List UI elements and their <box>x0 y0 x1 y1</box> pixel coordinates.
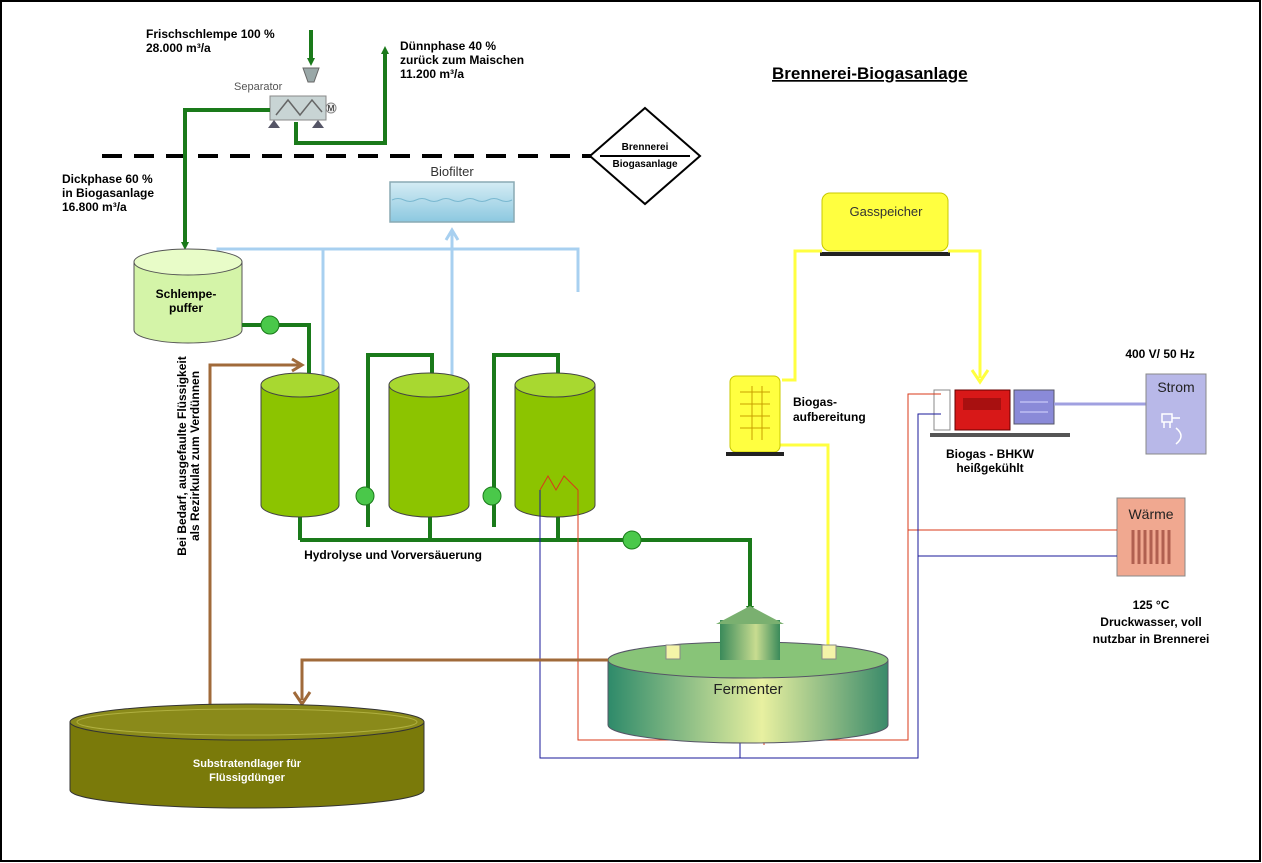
power-box: Strom <box>1145 373 1207 455</box>
recirculation-label-1: Bei Bedarf, ausgefaulte Flüssigkeit <box>175 356 189 555</box>
recirculation-note: Bei Bedarf, ausgefaulte Flüssigkeit als … <box>175 356 202 555</box>
gas-treatment-unit: Biogas- aufbereitung <box>726 375 866 456</box>
boundary-diamond: Brennerei Biogasanlage <box>588 106 702 206</box>
pump-icon <box>260 315 642 550</box>
final-storage-tank: Substratendlager für Flüssigdünger <box>69 703 425 809</box>
inflow-volume: 28.000 m³/a <box>146 41 211 55</box>
separator-motor: M <box>328 104 335 113</box>
recirculation-label-2: als Rezirkulat zum Verdünnen <box>188 371 202 541</box>
thin-phase-label: Dünnphase 40 % <box>400 39 496 53</box>
hot-water-desc: Druckwasser, voll <box>1100 615 1201 629</box>
gas-treatment-label-1: Biogas- <box>793 395 837 409</box>
diagram-title: Brennerei-Biogasanlage <box>772 64 968 83</box>
thick-phase-volume: 16.800 m³/a <box>62 200 127 214</box>
gas-storage-label: Gasspeicher <box>850 204 924 219</box>
biofilter-label: Biofilter <box>430 164 474 179</box>
hydrolysis-tank <box>514 372 596 518</box>
gas-storage: Gasspeicher <box>820 192 950 256</box>
thick-phase-desc: in Biogasanlage <box>62 186 154 200</box>
thick-phase-label: Dickphase 60 % <box>62 172 153 186</box>
hot-water-temp: 125 °C <box>1133 598 1170 612</box>
heat-box: Wärme <box>1116 497 1186 577</box>
voltage-label: 400 V/ 50 Hz <box>1125 347 1194 361</box>
gas-treatment-label-2: aufbereitung <box>793 410 866 424</box>
inflow-label: Frischschlempe 100 % <box>146 27 275 41</box>
thin-phase-desc: zurück zum Maischen <box>400 53 524 67</box>
hot-water-use: nutzbar in Brennerei <box>1093 632 1210 646</box>
fermenter-tank: Fermenter <box>607 606 889 744</box>
biofilter: Biofilter <box>389 164 515 223</box>
boundary-top-label: Brennerei <box>622 142 669 153</box>
separator: Separator M <box>234 67 337 128</box>
thin-phase-line <box>294 46 389 145</box>
power-label: Strom <box>1157 379 1194 395</box>
thick-phase-line <box>181 108 270 250</box>
fermenter-label: Fermenter <box>713 681 782 698</box>
storage-label-1: Substratendlager für <box>193 758 302 770</box>
thin-phase-volume: 11.200 m³/a <box>400 67 464 81</box>
hydrolysis-tank <box>260 372 340 518</box>
buffer-label-2: puffer <box>169 301 203 315</box>
heat-label: Wärme <box>1128 506 1173 522</box>
hydrolysis-label: Hydrolyse und Vorversäuerung <box>304 548 482 562</box>
chp-unit: Biogas - BHKW heißgekühlt <box>930 389 1070 475</box>
chp-label-2: heißgekühlt <box>956 461 1023 475</box>
schlempe-buffer-tank: Schlempe- puffer <box>133 248 243 344</box>
storage-label-2: Flüssigdünger <box>209 772 286 784</box>
hydrolysis-tank <box>388 372 470 518</box>
chp-label-1: Biogas - BHKW <box>946 447 1035 461</box>
buffer-label-1: Schlempe- <box>156 287 217 301</box>
boundary-bottom-label: Biogasanlage <box>612 159 677 170</box>
recirculation-lines <box>208 357 608 712</box>
separator-label: Separator <box>234 81 283 93</box>
